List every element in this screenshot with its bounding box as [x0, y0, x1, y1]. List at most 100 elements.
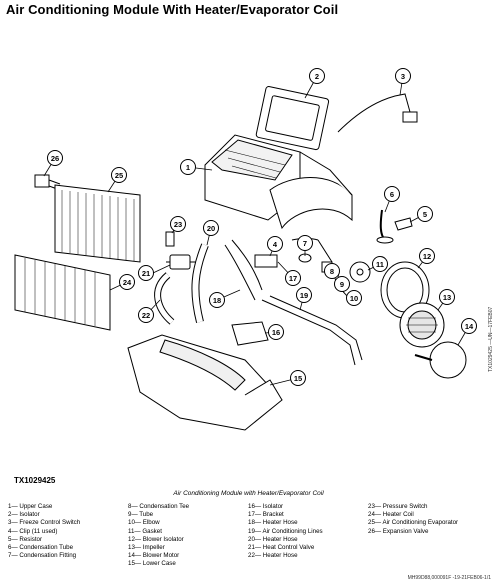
- svg-text:8: 8: [330, 267, 334, 276]
- svg-text:17: 17: [289, 274, 297, 283]
- resistor-part: [394, 217, 413, 231]
- svg-text:9: 9: [340, 280, 344, 289]
- freeze-switch-part: [402, 111, 418, 123]
- callout-9: 9: [334, 276, 350, 292]
- callout-6: 6: [384, 186, 400, 202]
- document-footer-code: MH99D88,000091F -19-21FEB06-1/1: [407, 575, 491, 581]
- legend-item: 24— Heater Coil: [368, 511, 414, 519]
- side-figure-code: TX1029425 —UN—17FEB07: [488, 306, 494, 372]
- svg-text:14: 14: [465, 322, 474, 331]
- svg-text:7: 7: [303, 239, 307, 248]
- callout-21: 21: [138, 265, 154, 281]
- impeller-part: [399, 302, 445, 348]
- svg-text:1: 1: [186, 163, 190, 172]
- callout-24: 24: [119, 274, 135, 290]
- callout-17: 17: [285, 270, 301, 286]
- legend-item: 21— Heat Control Valve: [248, 544, 315, 552]
- callout-13: 13: [439, 289, 455, 305]
- expansion-valve-part: [34, 174, 61, 191]
- legend-item: 4— Clip (11 used): [8, 527, 58, 535]
- legend-item: 23— Pressure Switch: [368, 503, 428, 510]
- legend-column-3: 16— Isolator 17— Bracket 18— Heater Hose…: [248, 503, 323, 560]
- heat-control-valve-part: [166, 254, 196, 270]
- page-title: Air Conditioning Module With Heater/Evap…: [6, 2, 339, 17]
- callout-15: 15: [290, 370, 306, 386]
- upper-case-part: [204, 134, 353, 230]
- legend-item: 17— Bracket: [248, 511, 284, 519]
- legend-item: 20— Heater Hose: [248, 535, 298, 543]
- figure-caption: Air Conditioning Module with Heater/Evap…: [173, 490, 324, 497]
- svg-text:15: 15: [294, 374, 302, 383]
- legend-item: 16— Isolator: [248, 503, 284, 510]
- exploded-parts-diagram: 1 2 3 4 5 6 7 8 9 10 11 12 13 14 15 16 1…: [14, 68, 477, 431]
- svg-text:20: 20: [207, 224, 215, 233]
- isolator-16-part: [231, 321, 269, 346]
- legend-item: 8— Condensation Tee: [128, 503, 190, 510]
- blower-motor-part: [414, 341, 467, 379]
- legend-item: 1— Upper Case: [8, 503, 53, 510]
- callout-19: 19: [296, 287, 312, 303]
- svg-text:4: 4: [273, 240, 278, 249]
- callout-7: 7: [297, 235, 313, 251]
- callout-8: 8: [324, 263, 340, 279]
- svg-text:10: 10: [350, 294, 358, 303]
- legend-item: 5— Resistor: [8, 535, 43, 543]
- condensation-tube-part: [379, 209, 386, 241]
- svg-text:12: 12: [423, 252, 431, 261]
- callout-12: 12: [419, 248, 435, 264]
- svg-text:23: 23: [174, 220, 182, 229]
- legend-item: 3— Freeze Control Switch: [8, 519, 81, 527]
- legend-item: 12— Blower Isolator: [128, 535, 184, 543]
- svg-text:19: 19: [300, 291, 308, 300]
- legend-item: 7— Condensation Fitting: [8, 552, 77, 560]
- svg-text:3: 3: [401, 72, 405, 81]
- callout-5: 5: [417, 206, 433, 222]
- legend-item: 9— Tube: [128, 511, 154, 519]
- legend-column-1: 1— Upper Case 2— Isolator 3— Freeze Cont…: [8, 503, 80, 560]
- callout-14: 14: [461, 318, 477, 334]
- callout-18: 18: [209, 292, 225, 308]
- legend-item: 25— Air Conditioning Evaporator: [368, 519, 459, 527]
- svg-text:2: 2: [315, 72, 319, 81]
- bracket-part: [254, 254, 278, 268]
- svg-text:16: 16: [272, 328, 280, 337]
- lower-case-part: [127, 334, 283, 431]
- callout-26: 26: [47, 150, 63, 166]
- callout-22: 22: [138, 307, 154, 323]
- svg-text:6: 6: [390, 190, 394, 199]
- legend-column-4: 23— Pressure Switch 24— Heater Coil 25— …: [368, 503, 458, 536]
- svg-text:5: 5: [423, 210, 427, 219]
- legend-item: 13— Impeller: [128, 544, 165, 552]
- heater-coil-part: [14, 254, 111, 331]
- legend-item: 2— Isolator: [8, 511, 40, 519]
- svg-text:11: 11: [376, 260, 384, 269]
- legend-item: 11— Gasket: [128, 527, 162, 535]
- svg-text:22: 22: [142, 311, 150, 320]
- legend-column-2: 8— Condensation Tee 9— Tube 10— Elbow 11…: [128, 503, 189, 569]
- callout-10: 10: [346, 290, 362, 306]
- legend-item: 14— Blower Motor: [128, 552, 180, 560]
- callout-20: 20: [203, 220, 219, 236]
- legend-item: 26— Expansion Valve: [368, 527, 429, 535]
- svg-text:18: 18: [213, 296, 221, 305]
- svg-text:24: 24: [123, 278, 132, 287]
- svg-text:21: 21: [142, 269, 150, 278]
- evaporator-part: [54, 184, 141, 263]
- legend-item: 6— Condensation Tube: [8, 544, 74, 552]
- ac-lines-part: [261, 295, 363, 366]
- callout-16: 16: [268, 324, 284, 340]
- legend-item: 22— Heater Hose: [248, 552, 298, 560]
- isolator-frame-part: [255, 86, 330, 151]
- legend-item: 15— Lower Case: [128, 560, 176, 568]
- svg-text:13: 13: [443, 293, 451, 302]
- legend-item: 19— Air Conditioning Lines: [248, 527, 323, 535]
- svg-text:25: 25: [115, 171, 123, 180]
- callout-11: 11: [372, 256, 388, 272]
- callout-23: 23: [170, 216, 186, 232]
- svg-text:26: 26: [51, 154, 59, 163]
- figure-id: TX1029425: [14, 476, 56, 485]
- heater-hose-18-part: [224, 239, 263, 301]
- callout-1: 1: [180, 159, 196, 175]
- callout-25: 25: [111, 167, 127, 183]
- freeze-switch-wire-part: [337, 93, 411, 133]
